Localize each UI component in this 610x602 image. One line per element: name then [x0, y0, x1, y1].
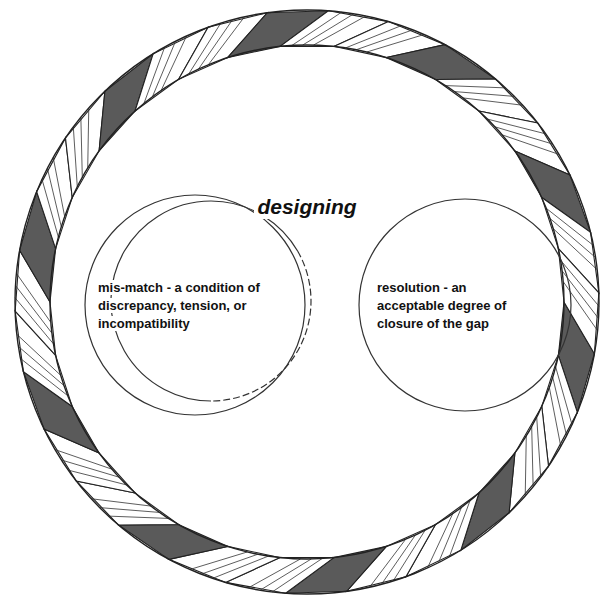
- resolution-circle: resolution - an acceptable degree of clo…: [357, 197, 573, 413]
- text-holder: resolution - an acceptable degree of clo…: [377, 278, 511, 332]
- text-holder: designing: [12, 195, 602, 219]
- rope-ring: designing mis-match - a condition of disc…: [12, 7, 602, 597]
- text-holder: mis-match - a condition of discrepancy, …: [98, 278, 290, 332]
- circle-text: resolution - an acceptable degree of clo…: [377, 280, 506, 331]
- heading-text: designing: [254, 195, 359, 219]
- mismatch-circles: mis-match - a condition of discrepancy, …: [82, 192, 312, 422]
- circle-text: mis-match - a condition of discrepancy, …: [98, 280, 260, 331]
